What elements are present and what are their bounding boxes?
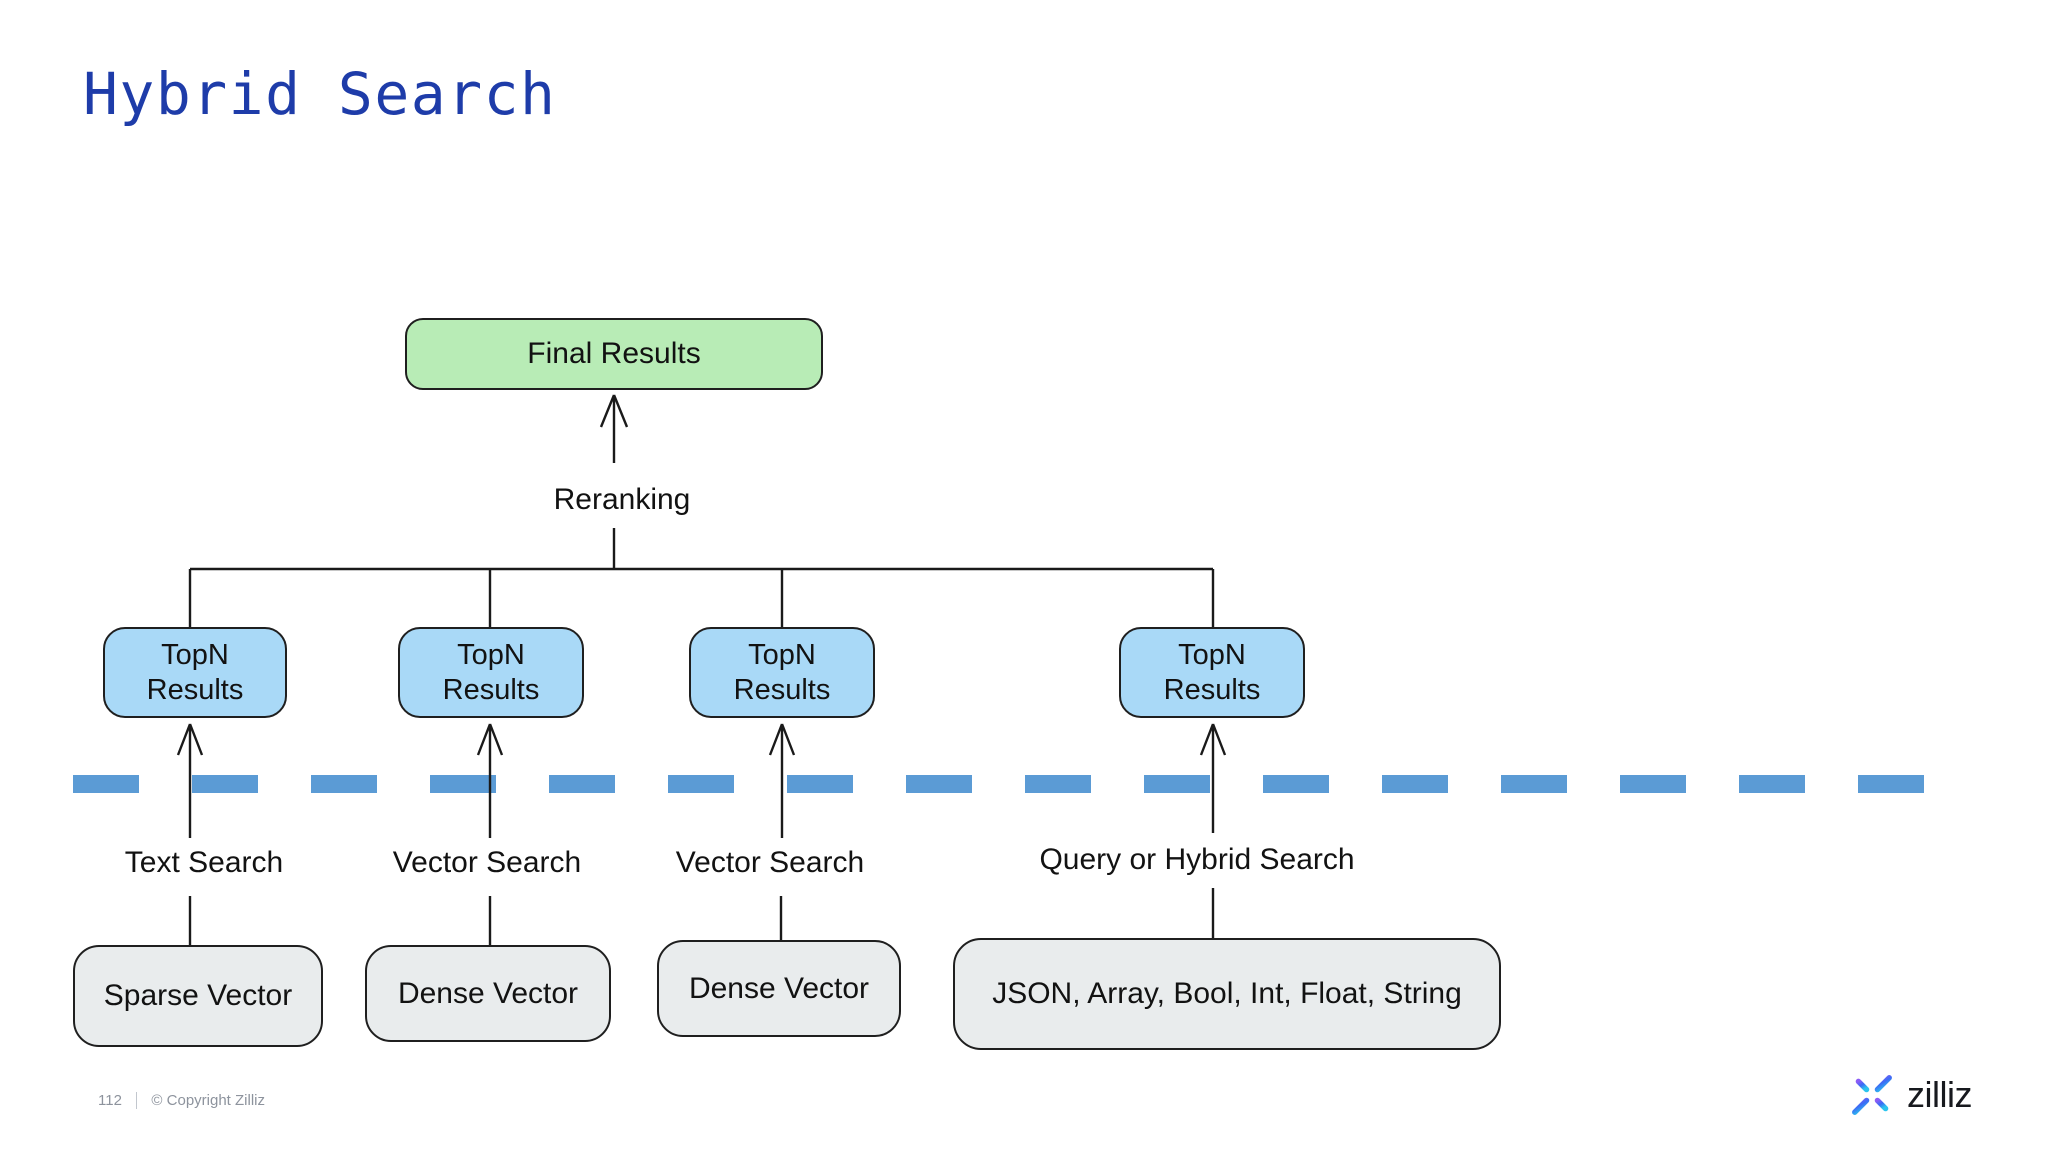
search-type-label: Query or Hybrid Search <box>1039 843 1355 876</box>
zilliz-star-icon <box>1848 1067 1896 1123</box>
source-box: JSON, Array, Bool, Int, Float, String <box>953 938 1501 1050</box>
slide-footer: 112 © Copyright Zilliz <box>98 1092 265 1109</box>
topn-results-box: TopN Results <box>398 627 584 718</box>
zilliz-brand-text: zilliz <box>1907 1074 1973 1115</box>
reranking-label: Reranking <box>553 483 691 516</box>
topn-results-box: TopN Results <box>689 627 875 718</box>
zilliz-logo: zilliz <box>1843 1066 1973 1124</box>
page-number: 112 <box>98 1092 122 1109</box>
topn-results-box: TopN Results <box>103 627 287 718</box>
slide-title: Hybrid Search <box>83 60 557 128</box>
search-type-label: Text Search <box>124 846 284 879</box>
footer-divider <box>135 1092 138 1109</box>
source-box: Sparse Vector <box>73 945 323 1047</box>
source-box: Dense Vector <box>365 945 611 1042</box>
final-results-box: Final Results <box>405 318 823 390</box>
source-box: Dense Vector <box>657 940 901 1037</box>
search-type-label: Vector Search <box>392 846 582 879</box>
search-type-label: Vector Search <box>675 846 865 879</box>
topn-results-box: TopN Results <box>1119 627 1305 718</box>
copyright-text: © Copyright Zilliz <box>151 1092 265 1109</box>
